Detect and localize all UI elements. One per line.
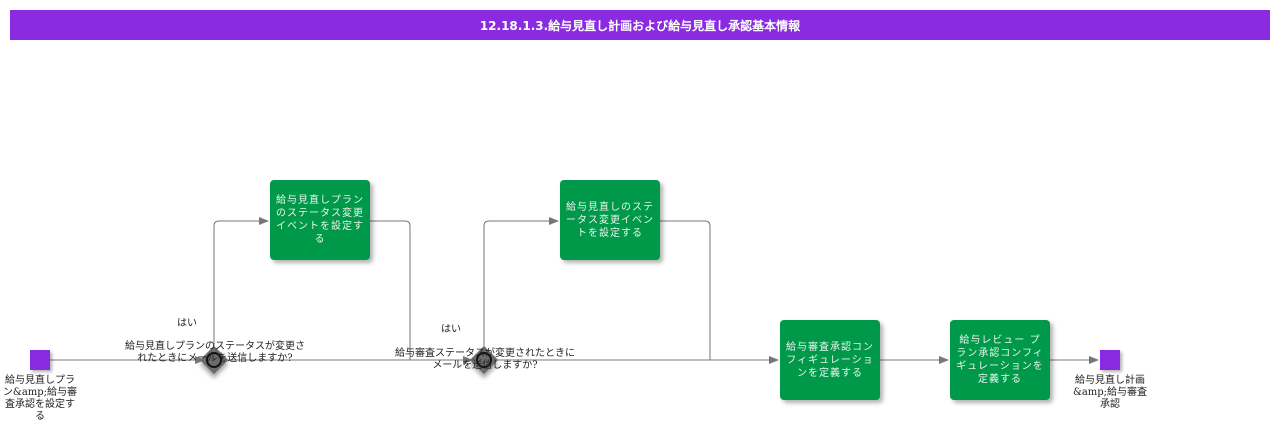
edge-task1-to-gateway2: [370, 220, 411, 360]
edge-gateway1-to-task1: [213, 217, 269, 350]
end-event[interactable]: [1100, 350, 1120, 370]
start-event-label: 給与見直しプラン&amp;給与審査承認を設定する: [2, 375, 78, 422]
gateway1-question: 給与見直しプランのステータスが変更されたときにメールを送信しますか?: [125, 341, 305, 364]
edge-task2-to-task3: [660, 220, 711, 360]
task-plan-approval-config[interactable]: 給与レビュー プラン承認コンフィギュレーションを定義する: [950, 320, 1050, 400]
task-review-approval-config[interactable]: 給与審査承認コンフィギュレーションを定義する: [780, 320, 880, 400]
gateway-circle-icon: [476, 352, 492, 368]
start-event[interactable]: [30, 350, 50, 370]
gateway2-yes-label: はい: [441, 324, 461, 335]
task-review-status-event[interactable]: 給与見直しのステータス変更イベントを設定する: [560, 180, 660, 260]
task-plan-status-event[interactable]: 給与見直しプランのステータス変更イベントを設定する: [270, 180, 370, 260]
edge-gateway2-to-task2: [483, 217, 559, 350]
gateway-circle-icon: [206, 352, 222, 368]
end-event-label: 給与見直し計画&amp;給与審査承認: [1072, 375, 1148, 410]
gateway1-yes-label: はい: [177, 318, 197, 329]
gateway2-question: 給与審査ステータスが変更されたときにメールを送信しますか?: [395, 348, 575, 371]
diagram-title: 12.18.1.3.給与見直し計画および給与見直し承認基本情報: [10, 10, 1270, 40]
